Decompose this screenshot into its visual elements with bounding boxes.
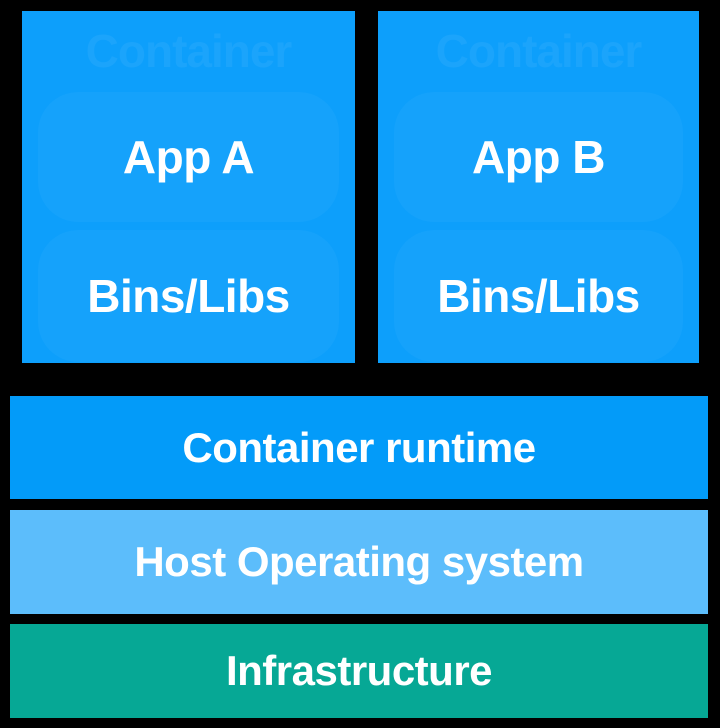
container-box-left: Container App A Bins/Libs [22, 11, 355, 363]
app-box-b: App B [394, 92, 683, 222]
host-operating-system-band: Host Operating system [10, 510, 708, 614]
container-watermark-label: Container [85, 25, 293, 77]
bins-libs-box-a: Bins/Libs [38, 230, 339, 362]
app-box-a: App A [38, 92, 339, 222]
infrastructure-label: Infrastructure [225, 647, 493, 694]
bins-libs-label-a: Bins/Libs [87, 270, 290, 322]
bins-libs-box-b: Bins/Libs [394, 230, 683, 362]
bins-libs-label-b: Bins/Libs [437, 270, 640, 322]
app-label-a: App A [122, 131, 255, 183]
container-watermark-label: Container [435, 25, 643, 77]
infrastructure-band: Infrastructure [10, 624, 708, 718]
container-runtime-band: Container runtime [10, 396, 708, 499]
container-runtime-label: Container runtime [182, 423, 536, 471]
app-label-b: App B [472, 131, 605, 183]
host-operating-system-label: Host Operating system [134, 538, 584, 585]
container-box-right: Container App B Bins/Libs [378, 11, 699, 363]
